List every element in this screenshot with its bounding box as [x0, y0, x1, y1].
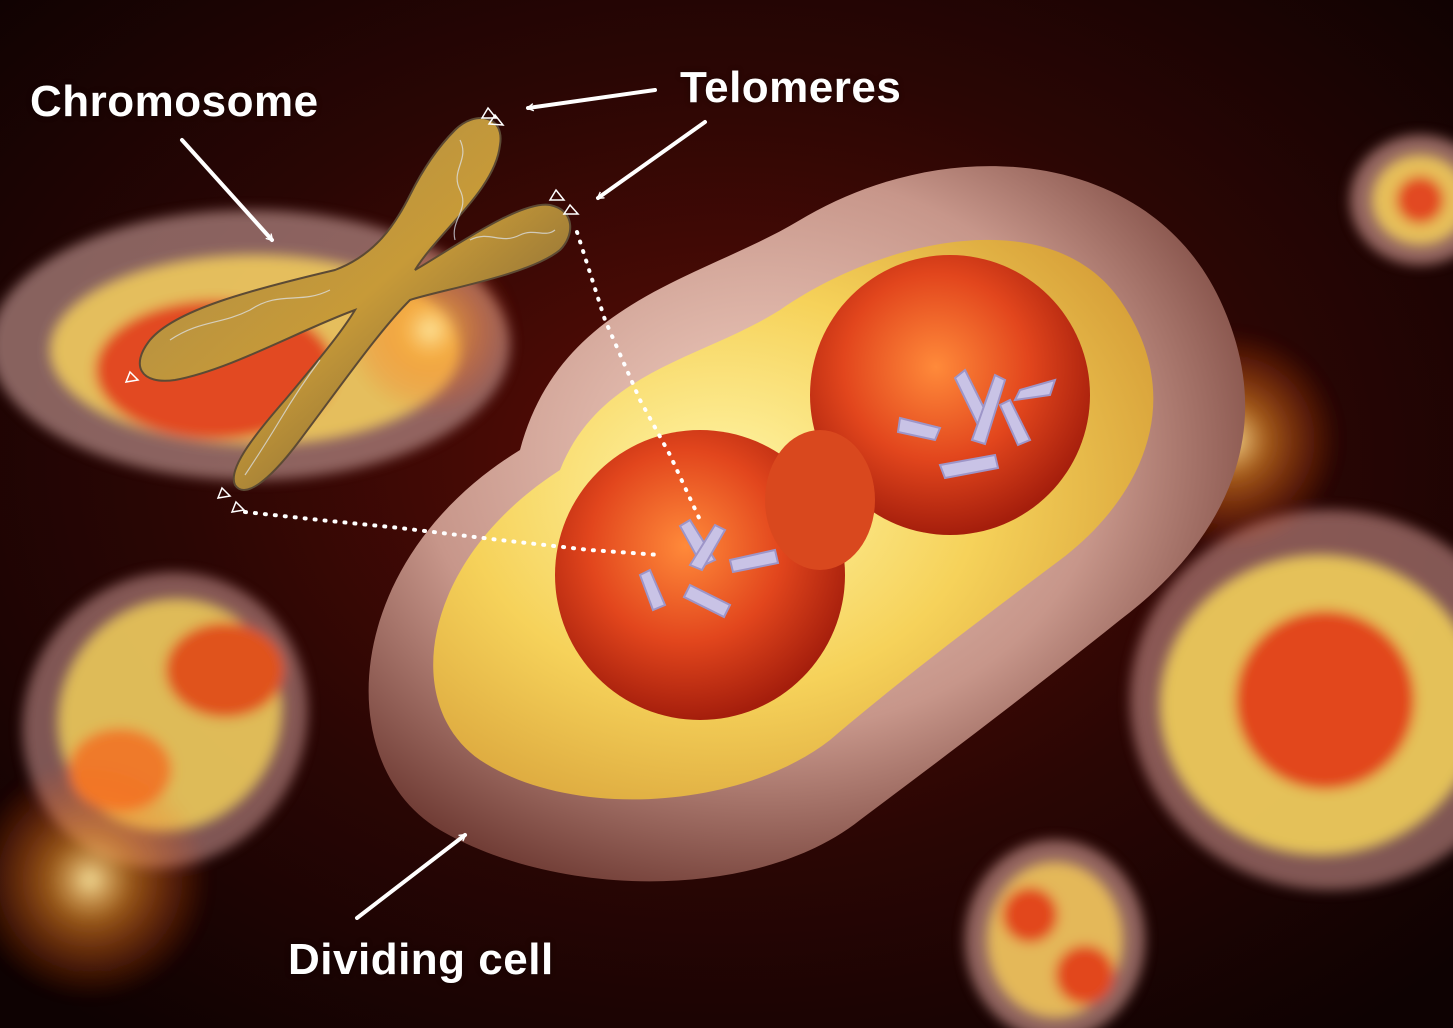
chromosome-figure: [124, 106, 580, 513]
mini-chromosomes: [638, 368, 1057, 619]
chromosome-label: Chromosome: [30, 77, 319, 126]
telomeres-label: Telomeres: [680, 63, 902, 112]
nucleus-right: [810, 255, 1090, 535]
arrow-icon-telomere-lower: [596, 120, 707, 200]
dotted-guide-lines: [243, 230, 702, 557]
pointer-arrows: [180, 88, 707, 920]
dividing-cell-label: Dividing cell: [288, 935, 554, 984]
dna-helix-marks: [169, 139, 556, 476]
nucleus-bridge: [765, 430, 875, 570]
background-cells: [0, 135, 1453, 1028]
dividing-cell: [368, 166, 1246, 882]
chromosome-body: [138, 117, 572, 491]
arrow-icon-chromosome: [180, 138, 274, 242]
telomere-tips: [124, 106, 580, 513]
arrow-icon-telomere-top: [525, 88, 657, 112]
arrow-icon-dividing-cell: [355, 833, 467, 920]
